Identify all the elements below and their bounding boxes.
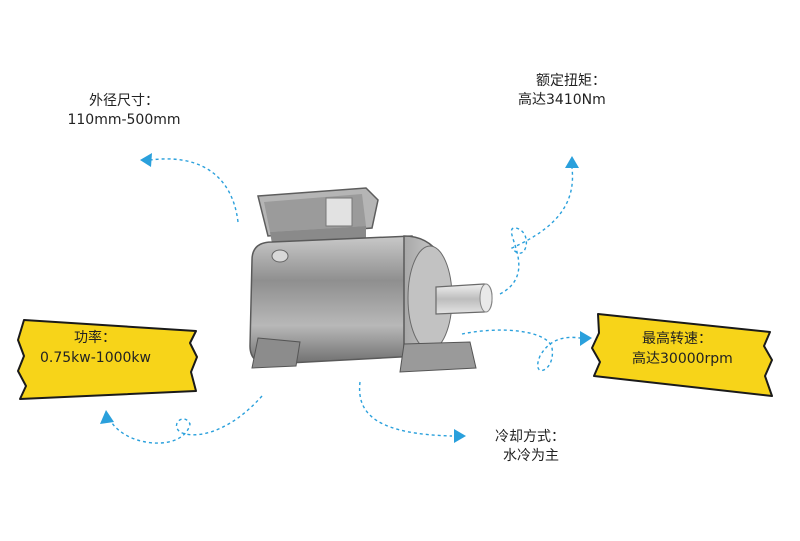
spec-title: 冷却方式： — [495, 429, 565, 445]
spec-title: 最高转速： — [642, 331, 712, 347]
arrow-icon — [454, 429, 466, 443]
spec-value: 110mm-500mm — [67, 112, 181, 128]
spec-max-speed: 最高转速： 高达30000rpm — [590, 312, 776, 398]
power-arrow — [109, 395, 263, 444]
motor-illustration — [249, 187, 493, 373]
speed-tape-shape — [591, 313, 773, 397]
spec-value: 高达3410Nm — [518, 92, 606, 108]
spec-title: 外径尺寸： — [89, 93, 159, 109]
power-tape-shape — [17, 319, 198, 400]
torque-arrow — [499, 167, 574, 295]
arrow-icon — [100, 410, 114, 424]
spec-power: 功率： 0.75kw-1000kw — [18, 318, 198, 400]
spec-cooling-method: 冷却方式： 水冷为主 — [495, 428, 565, 466]
arrow-icon — [580, 331, 592, 346]
size-arrow — [149, 158, 239, 223]
spec-value: 0.75kw-1000kw — [40, 350, 151, 366]
spec-title: 额定扭矩： — [536, 73, 606, 89]
spec-value: 水冷为主 — [503, 448, 559, 464]
arrow-icon — [140, 153, 152, 167]
spec-value: 高达30000rpm — [632, 351, 733, 367]
spec-rated-torque: 额定扭矩： 高达3410Nm — [518, 72, 606, 110]
spec-outer-diameter: 外径尺寸： 110mm-500mm — [64, 92, 184, 130]
speed-arrow — [461, 329, 581, 372]
cooling-arrow — [358, 381, 453, 437]
arrow-icon — [565, 156, 579, 168]
spec-title: 功率： — [74, 330, 116, 346]
